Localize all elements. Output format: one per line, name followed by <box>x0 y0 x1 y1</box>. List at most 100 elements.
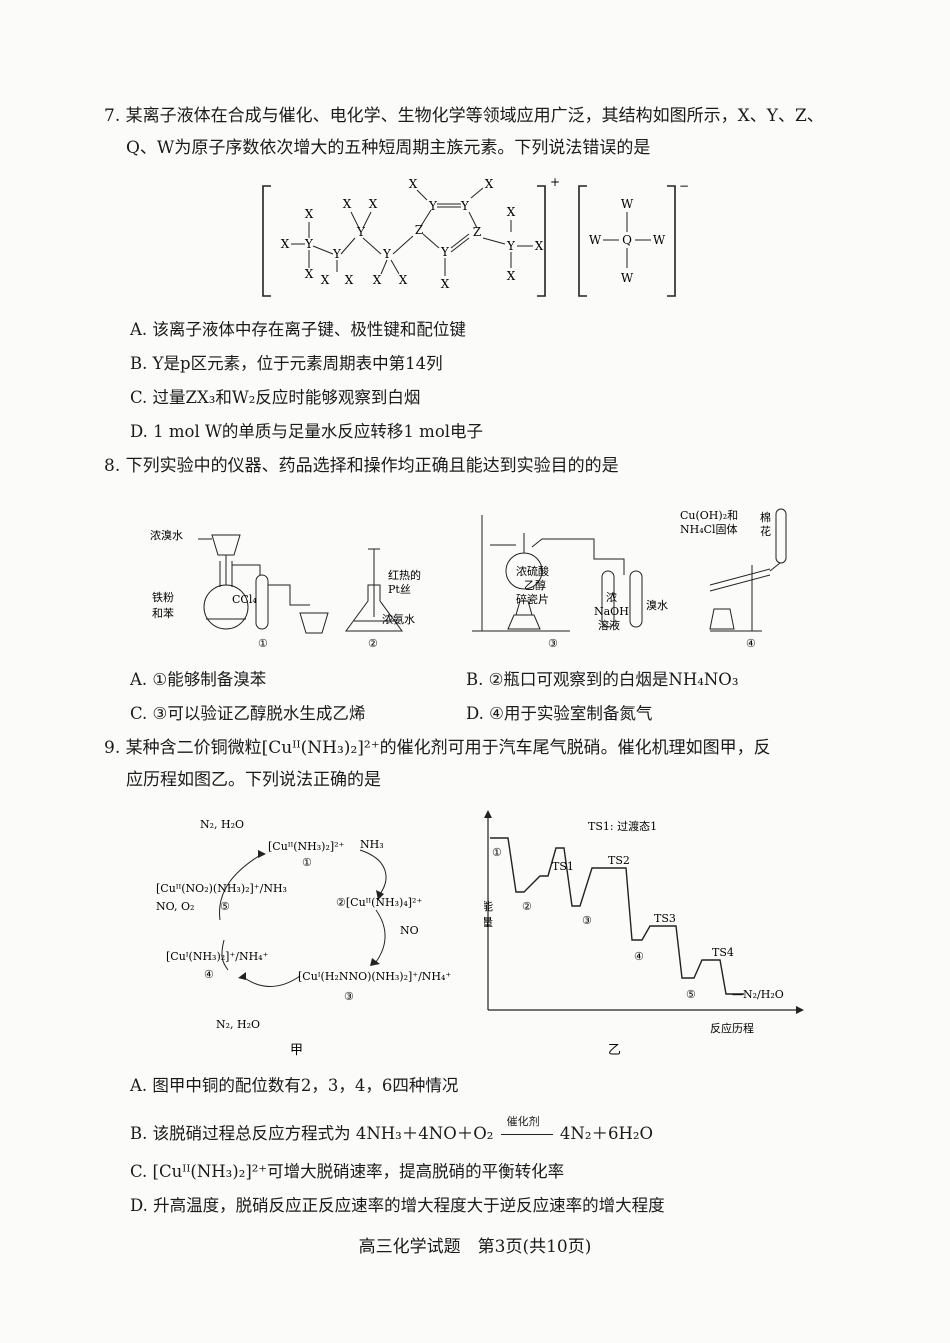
atom-y: Y <box>440 245 450 259</box>
atom-y: Y <box>506 239 516 253</box>
atom-y: Y <box>460 199 470 213</box>
label-n4: ④ <box>746 637 756 650</box>
label-naoh: NaOH <box>594 605 629 618</box>
q9-option-d: D. 升高温度，脱硝反应正反应速率的增大程度大于逆反应速率的增大程度 <box>130 1196 665 1215</box>
cycle-num-4: ④ <box>204 968 214 981</box>
label-conc-ammonia: 浓氨水 <box>382 613 415 626</box>
label-ethanol: 乙醇 <box>524 578 546 592</box>
catalyst-label: 催化剂 <box>506 1115 540 1128</box>
q9-option-c: C. [Cuᴵᴵ(NH₃)₂]²⁺可增大脱硝速率，提高脱硝的平衡转化率 <box>130 1162 565 1181</box>
q7-option-d: D. 1 mol W的单质与足量水反应转移1 mol电子 <box>130 422 484 441</box>
atom-x: X <box>507 269 516 283</box>
cycle-species-5: [Cuᴵᴵ(NO₂)(NH₃)₂]⁺/NH₃ <box>156 882 287 895</box>
profile-ts4: TS4 <box>712 946 734 959</box>
label-cuoh2: Cu(OH)₂和 <box>680 509 738 522</box>
label-ccl4: CCl₄ <box>232 593 257 606</box>
atom-w: W <box>589 233 602 247</box>
atom-x: X <box>343 197 352 211</box>
q9-option-b: B. 该脱硝过程总反应方程式为 4NH₃＋4NO＋O₂ 催化剂 4N₂＋6H₂O <box>130 1115 653 1146</box>
profile-state-5: ⑤ <box>686 988 696 1001</box>
atom-x: X <box>305 207 314 221</box>
atom-x: X <box>321 273 330 287</box>
q8-option-b: B. ②瓶口可观察到的白烟是NH₄NO₃ <box>466 670 739 689</box>
profile-xlabel: 反应历程 <box>710 1021 754 1035</box>
atom-y: Y <box>304 237 314 251</box>
q9-energy-profile: TS1: 过渡态1 能 量 反应历程 TS1 TS2 TS3 TS4 ① ② ③… <box>484 810 804 1058</box>
cation-charge: + <box>550 175 560 189</box>
atom-w: W <box>653 233 666 247</box>
q9-option-b-suffix: 4N₂＋6H₂O <box>559 1124 653 1143</box>
profile-state-3: ③ <box>582 914 592 927</box>
atom-x: X <box>535 239 544 253</box>
cycle-species-1: [Cuᴵᴵ(NH₃)₂]²⁺ <box>268 840 345 853</box>
q8-option-d: D. ④用于实验室制备氮气 <box>466 704 653 723</box>
atom-y: Y <box>356 225 366 239</box>
cycle-n2h2o-bottom: N₂, H₂O <box>216 1018 260 1031</box>
label-and-benzene: 和苯 <box>152 606 174 620</box>
profile-state-2: ② <box>522 900 532 913</box>
q7-option-a: A. 该离子液体中存在离子键、极性键和配位键 <box>130 320 466 339</box>
q7-ionic-liquid-structure: + − X Y X X Y X <box>262 175 689 297</box>
q7-stem-line1: 7. 某离子液体在合成与催化、电化学、生物化学等领域应用广泛，其结构如图所示，X… <box>104 106 824 126</box>
catalyst-arrow: 催化剂 <box>499 1115 555 1146</box>
atom-x: X <box>441 277 450 291</box>
q9-stem-line2: 应历程如图乙。下列说法正确的是 <box>126 770 381 790</box>
cycle-species-4: [Cuᴵ(NH₃)₂]⁺/NH₄⁺ <box>166 950 269 963</box>
q8-apparatus-figure: 浓溴水 铁粉 和苯 CCl₄ ① 红热的 Pt丝 浓氨水 ② 浓硫酸 乙醇 碎瓷… <box>150 508 787 650</box>
atom-x: X <box>485 177 494 191</box>
label-bromine: 溴水 <box>646 598 668 612</box>
label-conc: 浓 <box>606 591 617 604</box>
q9-option-a: A. 图甲中铜的配位数有2，3，4，6四种情况 <box>130 1076 459 1095</box>
cycle-num-1: ① <box>302 856 312 869</box>
atom-w: W <box>621 197 634 211</box>
atom-x: X <box>399 273 408 287</box>
q8-stem: 8. 下列实验中的仪器、药品选择和操作均正确且能达到实验目的的是 <box>104 456 619 476</box>
anion-charge: − <box>679 179 689 193</box>
q7-option-b: B. Y是p区元素，位于元素周期表中第14列 <box>130 354 443 373</box>
profile-ts3: TS3 <box>654 912 676 925</box>
profile-ts2: TS2 <box>608 854 630 867</box>
atom-x: X <box>369 197 378 211</box>
page-footer: 高三化学试题 第3页(共10页) <box>358 1237 592 1257</box>
atom-z: Z <box>473 225 481 239</box>
cycle-species-2: ②[Cuᴵᴵ(NH₃)₄]²⁺ <box>336 896 422 909</box>
label-cotton-1: 棉 <box>760 510 771 524</box>
label-solution: 溶液 <box>598 618 620 632</box>
cycle-num-3: ③ <box>344 990 354 1003</box>
cycle-num-5: ⑤ <box>220 900 230 913</box>
label-n1: ① <box>258 637 268 650</box>
atom-x: X <box>507 205 516 219</box>
label-nh4cl: NH₄Cl固体 <box>680 522 738 536</box>
figure-caption-yi: 乙 <box>608 1043 621 1058</box>
profile-ylabel-2: 量 <box>484 916 493 929</box>
cycle-no: NO <box>400 924 419 937</box>
q7-stem: 7. 某离子液体在合成与催化、电化学、生物化学等领域应用广泛，其结构如图所示，X… <box>104 100 844 164</box>
q7-option-c: C. 过量ZX₃和W₂反应时能够观察到白烟 <box>130 388 421 407</box>
atom-y: Y <box>382 247 392 261</box>
profile-product: —N₂/H₂O <box>732 988 784 1001</box>
label-n3: ③ <box>548 637 558 650</box>
cycle-n2h2o-top: N₂, H₂O <box>200 818 244 831</box>
cycle-nh3: NH₃ <box>360 838 384 851</box>
q9-stem: 9. 某种含二价铜微粒[Cuᴵᴵ(NH₃)₂]²⁺的催化剂可用于汽车尾气脱硝。催… <box>104 732 844 796</box>
atom-z: Z <box>415 223 423 237</box>
atom-w: W <box>621 271 634 285</box>
profile-legend: TS1: 过渡态1 <box>588 819 657 833</box>
label-red-hot: 红热的 <box>388 568 421 582</box>
profile-ts1: TS1 <box>552 860 574 873</box>
profile-state-4: ④ <box>634 950 644 963</box>
q8-option-a: A. ①能够制备溴苯 <box>130 670 267 689</box>
label-n2: ② <box>368 637 378 650</box>
q9-option-b-prefix: B. 该脱硝过程总反应方程式为 4NH₃＋4NO＋O₂ <box>130 1124 494 1143</box>
label-bromine-water: 浓溴水 <box>150 528 183 542</box>
atom-x: X <box>373 273 382 287</box>
q9-stem-line1: 9. 某种含二价铜微粒[Cuᴵᴵ(NH₃)₂]²⁺的催化剂可用于汽车尾气脱硝。催… <box>104 738 771 758</box>
figure-caption-jia: 甲 <box>290 1043 303 1058</box>
label-porcelain: 碎瓷片 <box>516 592 549 606</box>
atom-x: X <box>305 267 314 281</box>
label-pt-wire: Pt丝 <box>388 583 411 596</box>
cycle-species-5b: NO, O₂ <box>156 900 194 913</box>
q9-catalytic-cycle: N₂, H₂O [Cuᴵᴵ(NH₃)₂]²⁺ NH₃ ① ②[Cuᴵᴵ(NH₃)… <box>156 818 451 1058</box>
atom-x: X <box>281 237 290 251</box>
q7-stem-line2: Q、W为原子序数依次增大的五种短周期主族元素。下列说法错误的是 <box>126 138 651 158</box>
